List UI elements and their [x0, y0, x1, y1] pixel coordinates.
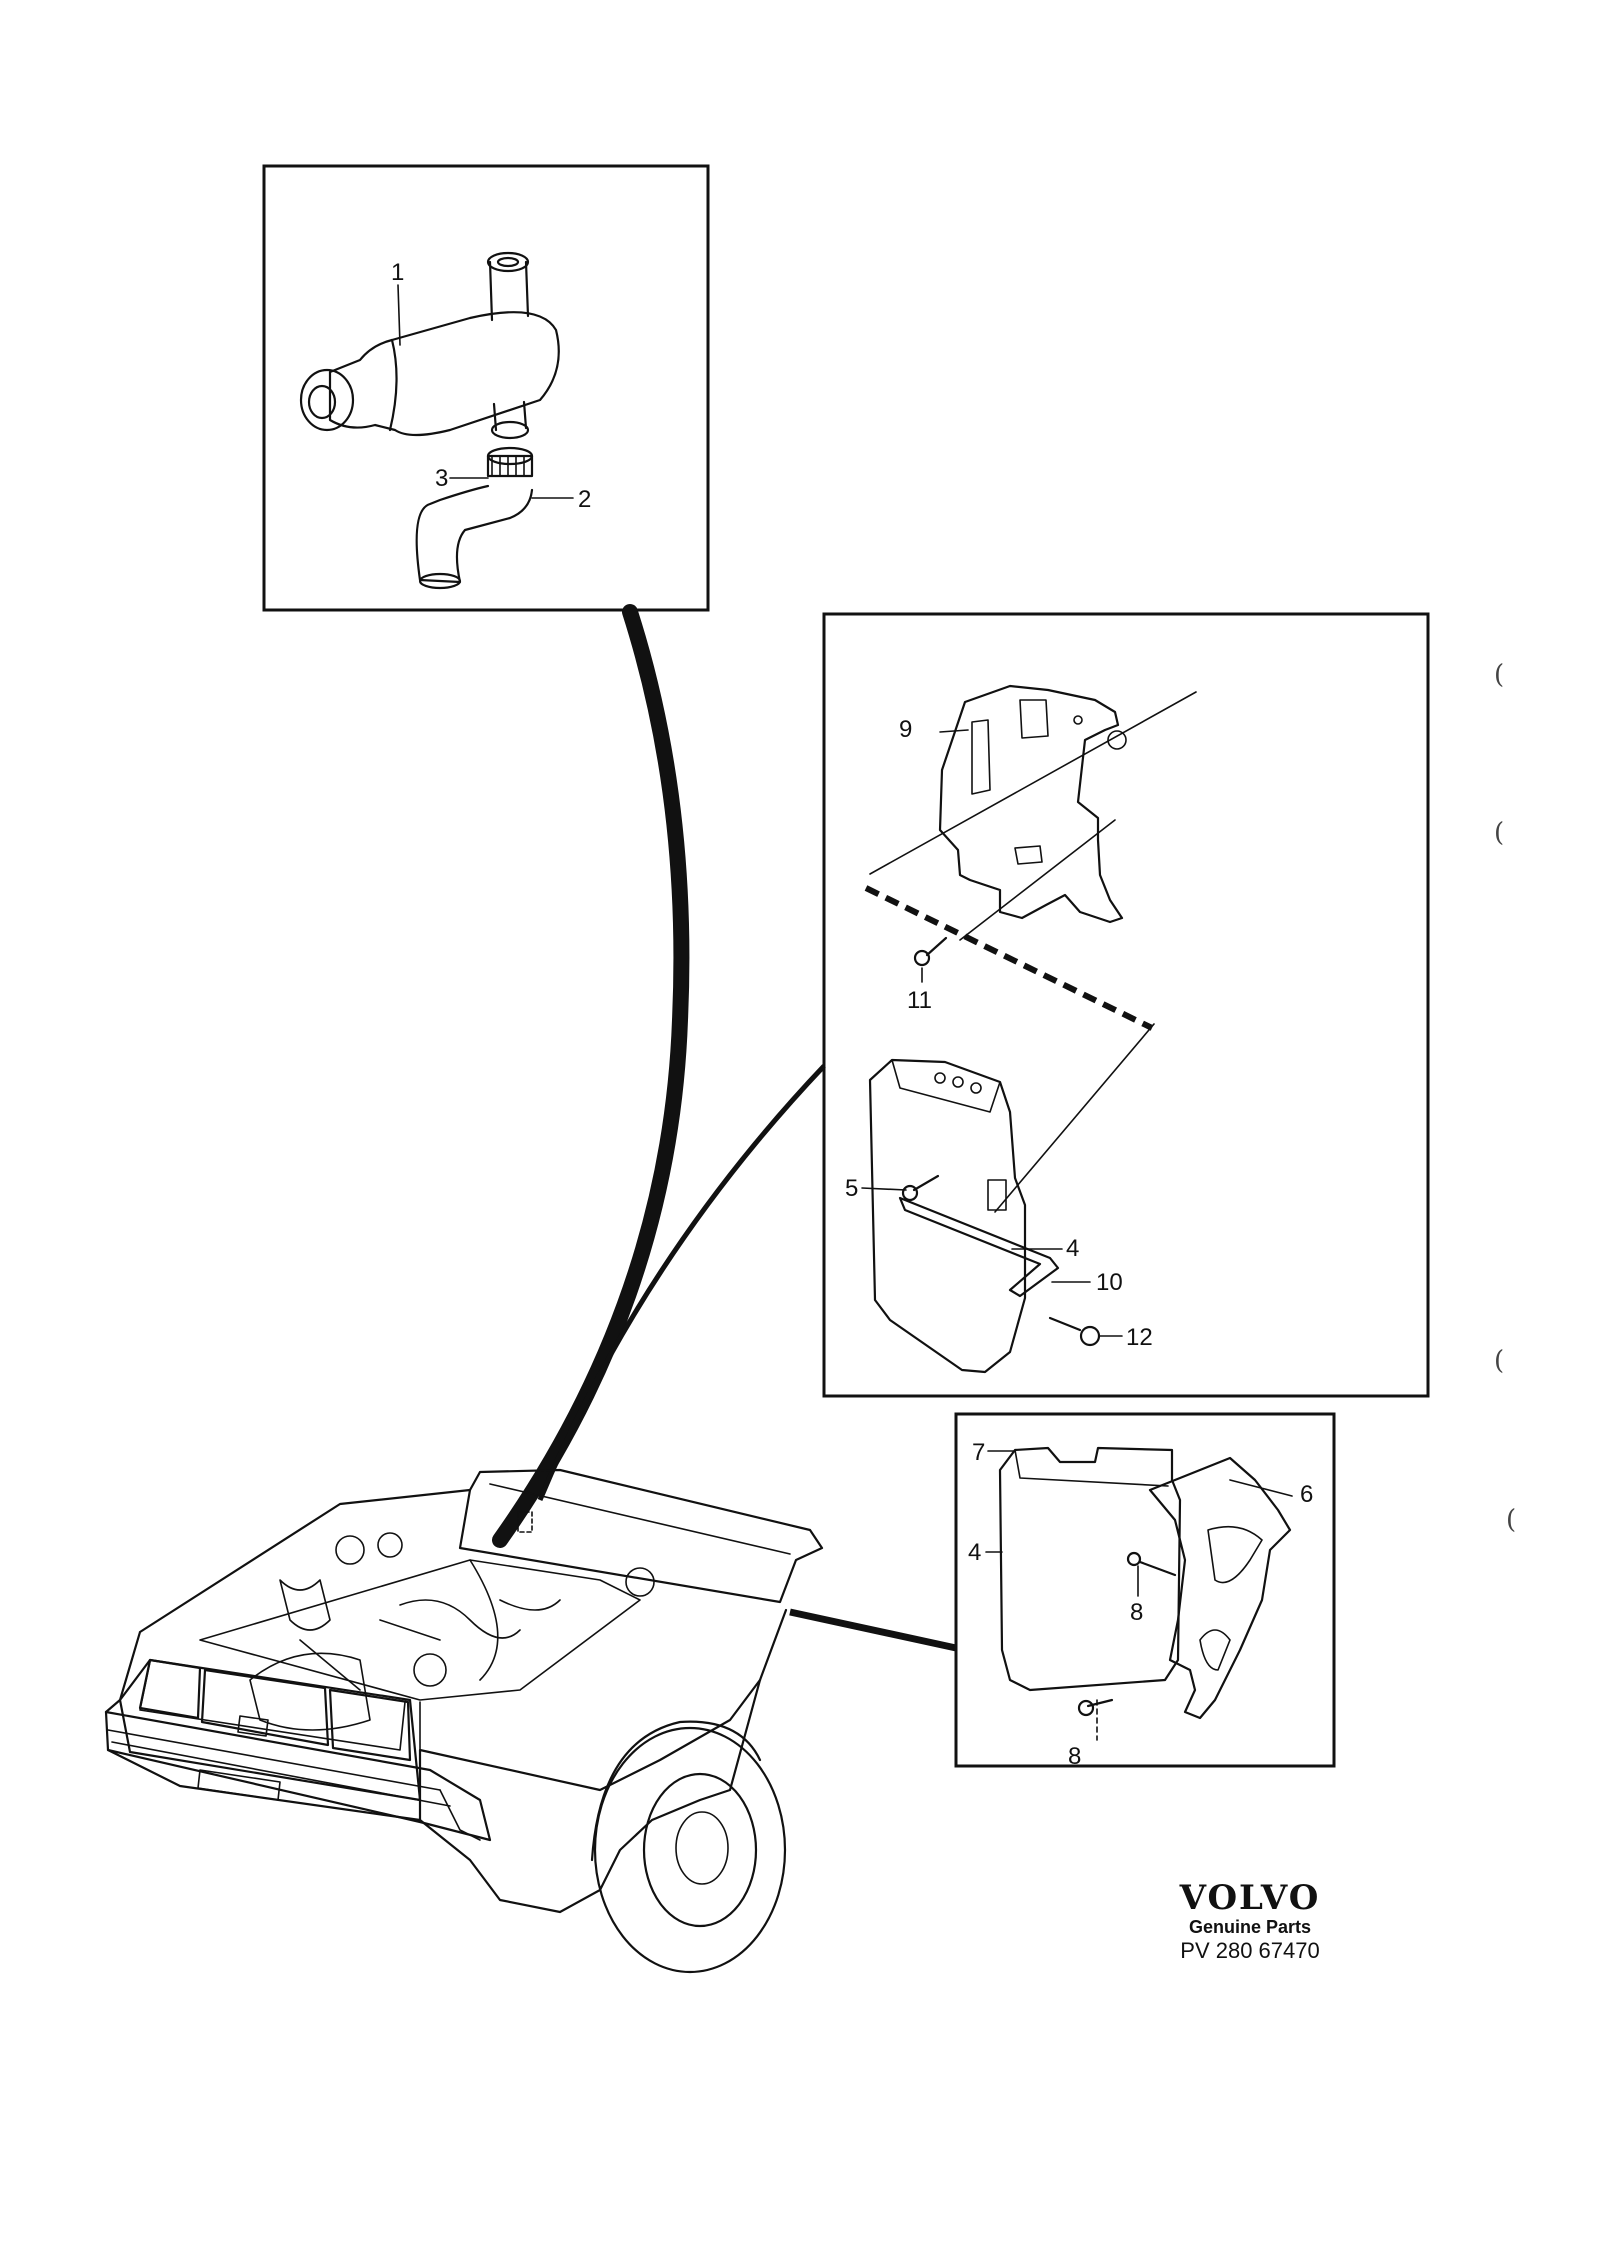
callout-11: 11	[907, 987, 932, 1014]
margin-mark-1: (	[1494, 660, 1505, 690]
callout-4-bottom: 4	[968, 1539, 981, 1566]
callout-6: 6	[1300, 1481, 1313, 1508]
callout-12: 12	[1126, 1324, 1153, 1351]
callout-5: 5	[845, 1175, 858, 1202]
branding-block: VOLVO Genuine Parts PV 280 67470	[1130, 1880, 1370, 1964]
callout-2: 2	[578, 486, 591, 513]
volvo-logo: VOLVO	[1179, 1878, 1321, 1918]
bracket-part-drawing	[938, 684, 1127, 924]
callout-8-lower: 8	[1068, 1743, 1081, 1770]
screw-11-drawing	[913, 936, 948, 967]
margin-mark-2: (	[1494, 818, 1505, 848]
leader-1	[397, 284, 401, 346]
inset-air-silencer: 1 3 2	[262, 164, 710, 612]
assembly-line-b	[959, 819, 1116, 941]
dashed-assembly-line	[864, 885, 1154, 1031]
silencer-part-drawing	[299, 251, 560, 590]
connector-lines	[492, 604, 957, 1652]
connector-middle-inset	[537, 1064, 826, 1501]
callout-10: 10	[1096, 1269, 1123, 1296]
leader-6	[1229, 1479, 1293, 1497]
leader-9	[939, 729, 969, 733]
callout-9: 9	[899, 716, 912, 743]
mounted-unit-part-drawing	[998, 1446, 1292, 1741]
connector-bottom-inset	[789, 1608, 957, 1652]
genuine-parts-label: Genuine Parts	[1188, 1917, 1312, 1937]
callout-1: 1	[391, 259, 404, 286]
inset-top-frame	[262, 164, 710, 612]
callout-8-upper: 8	[1130, 1599, 1143, 1626]
inset-mounted-unit: 7 6 4 8 8	[954, 1412, 1336, 1770]
control-unit-part-drawing	[868, 1058, 1101, 1374]
margin-mark-4: (	[1506, 1505, 1517, 1535]
inset-bottom-frame	[954, 1412, 1336, 1768]
part-number-code: PV 280 67470	[1180, 1938, 1320, 1963]
assembly-line-a	[869, 691, 1197, 875]
callout-4: 4	[1066, 1235, 1079, 1262]
connector-top-inset	[492, 604, 690, 1548]
car-front-illustration	[104, 1468, 824, 1974]
leader-5	[861, 1187, 907, 1191]
assembly-line-c	[994, 1023, 1155, 1213]
callout-3: 3	[435, 465, 448, 492]
margin-mark-3: (	[1494, 1346, 1505, 1376]
inset-control-unit: 9 11 5 4 10 12	[822, 612, 1430, 1398]
callout-7: 7	[972, 1439, 985, 1466]
inset-middle-frame	[822, 612, 1430, 1398]
